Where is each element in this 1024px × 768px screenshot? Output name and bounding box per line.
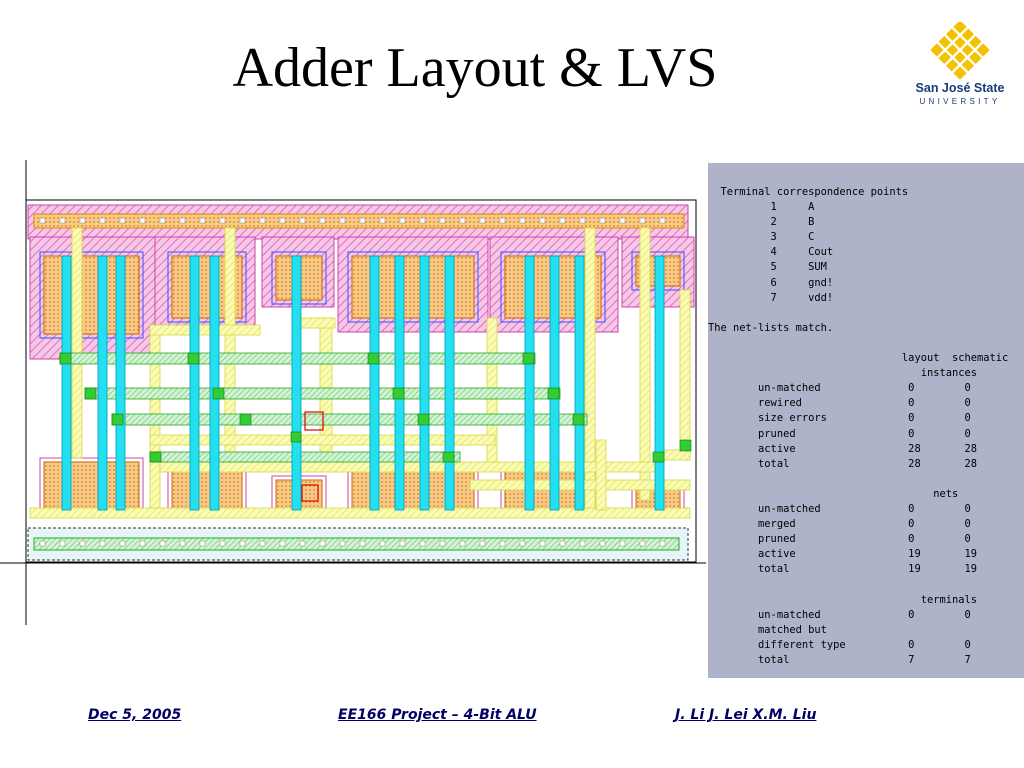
- footer-date: Dec 5, 2005: [88, 707, 182, 723]
- footer-project: EE166 Project – 4-Bit ALU: [338, 707, 537, 723]
- slide-title: Adder Layout & LVS: [232, 37, 718, 99]
- sjsu-diamond-logo-icon: [930, 22, 990, 80]
- university-logo: San José State UNIVERSITY: [905, 22, 1015, 112]
- lvs-report-text: Terminal correspondence points 1 A 2 B 3…: [708, 186, 1009, 666]
- logo-wordmark: San José State: [915, 81, 1005, 95]
- logo-subtitle: UNIVERSITY: [919, 97, 1001, 106]
- adder-layout-view: [0, 160, 706, 630]
- footer-authors: J. Li J. Lei X.M. Liu: [675, 707, 817, 723]
- metal1-lines: [61, 255, 665, 511]
- layout-drawing: [0, 160, 706, 625]
- lvs-report-panel: Terminal correspondence points 1 A 2 B 3…: [708, 163, 1024, 678]
